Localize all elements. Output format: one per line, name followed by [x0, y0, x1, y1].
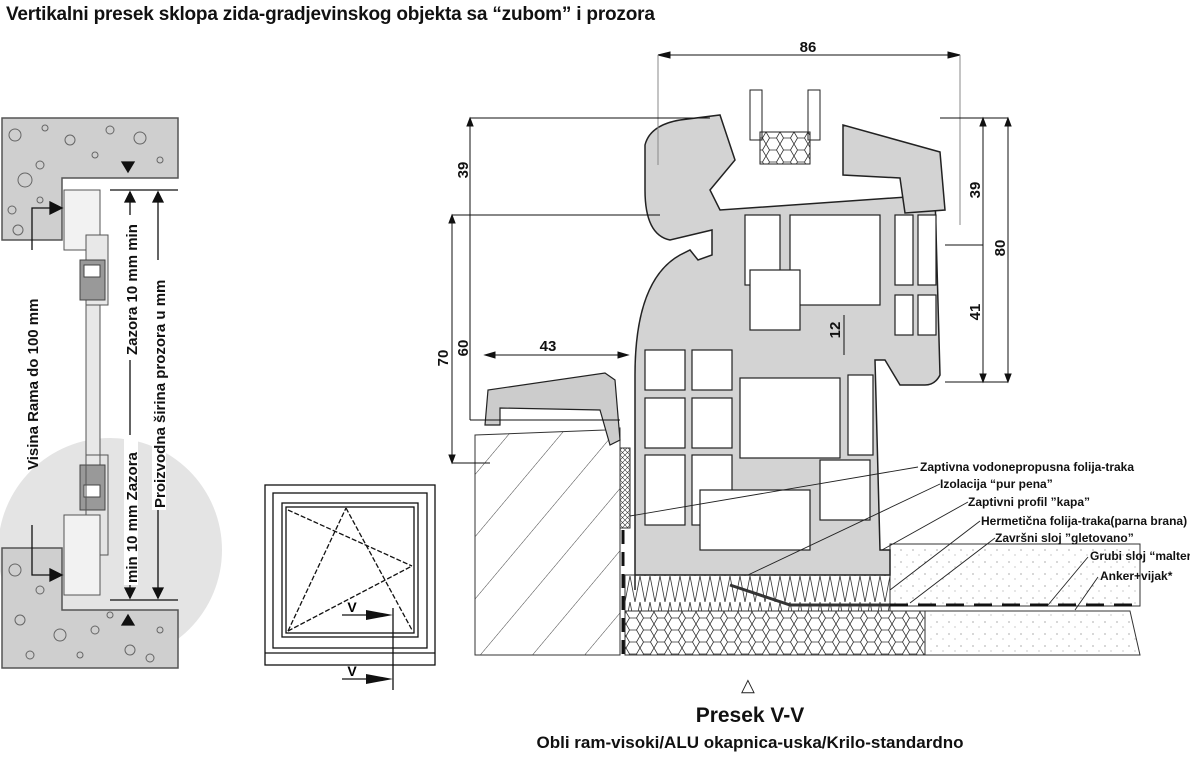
- page-title: Vertikalni presek sklopa zida-gradjevins…: [6, 4, 655, 25]
- dim-43: 43: [540, 338, 557, 355]
- floor-plaster: [889, 543, 1141, 607]
- callout-seal-tape: Zaptivna vodonepropusna folija-traka: [920, 460, 1134, 474]
- frame-height-label: Visina Rama do 100 mm: [25, 299, 42, 470]
- production-width-label: Proizvodna širina prozora u mm: [152, 280, 169, 508]
- seal-tape: [619, 447, 631, 529]
- dim-60: 60: [455, 340, 472, 357]
- dim-70: 70: [435, 350, 452, 367]
- dim-86: 86: [800, 39, 817, 56]
- callout-pur-foam: Izolacija “pur pena”: [940, 477, 1053, 491]
- section-marker-top: V: [347, 599, 357, 615]
- insulation-honeycomb: [624, 610, 926, 656]
- callout-anchor: Anker+vijak*: [1100, 569, 1173, 583]
- dim-41: 41: [967, 304, 984, 321]
- wall-bottom: [1, 547, 179, 669]
- dim-80: 80: [992, 240, 1009, 257]
- section-marker-icon: △: [741, 675, 755, 695]
- section-subcaption: Obli ram-visoki/ALU okapnica-uska/Krilo-…: [536, 733, 964, 752]
- wall-top: [1, 117, 179, 241]
- callout-vapor-barrier: Hermetična folija-traka(parna brana): [981, 514, 1187, 528]
- dim-39-right: 39: [967, 182, 984, 199]
- dim-12: 12: [827, 322, 844, 339]
- sill-drip: [484, 372, 621, 446]
- wall-window-detail: Visina Rama do 100 mm Zazora 10 mm min m…: [0, 117, 222, 669]
- window-elevation: V V: [264, 484, 436, 690]
- callout-cap-profile: Zaptivni profil ”kapa”: [968, 495, 1090, 509]
- section-caption: Presek V-V: [695, 704, 805, 727]
- gap-bottom-label: min 10 mm Zazora: [124, 451, 141, 583]
- callout-rough-layer: Grubi sloj “malterisano”: [1090, 549, 1190, 563]
- gap-top-label: Zazora 10 mm min: [124, 224, 141, 355]
- wall-masonry: [474, 427, 621, 656]
- section-drawing: 86 39 60 70 43 12 39 41 80 Zaptivna vodo…: [435, 39, 1190, 656]
- section-marker-bottom: V: [347, 663, 357, 679]
- callout-finish-layer: Završni sloj ”gletovano”: [995, 531, 1134, 545]
- glass-unit: [749, 89, 821, 165]
- dim-39-left: 39: [455, 162, 472, 179]
